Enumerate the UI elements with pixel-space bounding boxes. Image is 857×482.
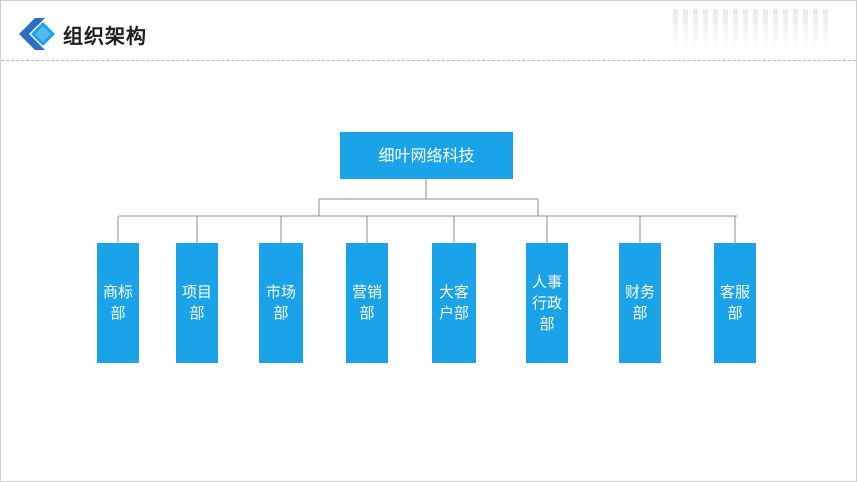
dept-trademark: 商标部	[97, 243, 139, 363]
stripe	[803, 9, 808, 49]
stripe	[763, 9, 768, 49]
dept-sales: 营销部	[346, 243, 388, 363]
dept-project: 项目部	[176, 243, 218, 363]
dept-finance: 财务部	[619, 243, 661, 363]
stripe	[753, 9, 758, 49]
stripe	[723, 9, 728, 49]
stripe	[823, 9, 828, 49]
stripe	[733, 9, 738, 49]
stripe	[783, 9, 788, 49]
stripe	[703, 9, 708, 49]
page-title: 组织架构	[63, 24, 147, 48]
dept-customer-service: 客服部	[714, 243, 756, 363]
stripe	[673, 9, 678, 49]
stripe	[743, 9, 748, 49]
stripe	[693, 9, 698, 49]
decorative-stripes	[673, 9, 838, 49]
stripe	[793, 9, 798, 49]
stripe	[683, 9, 688, 49]
dept-key-account: 大客户部	[432, 243, 476, 363]
dept-market: 市场部	[259, 243, 303, 363]
stripe	[713, 9, 718, 49]
header: 组织架构	[1, 1, 856, 63]
header-divider	[1, 60, 856, 61]
stripe	[773, 9, 778, 49]
stripe	[813, 9, 818, 49]
dept-hr-admin: 人事行政部	[526, 243, 568, 363]
chevron-right-logo-icon	[19, 18, 55, 50]
org-root-company: 细叶网络科技	[340, 132, 513, 179]
